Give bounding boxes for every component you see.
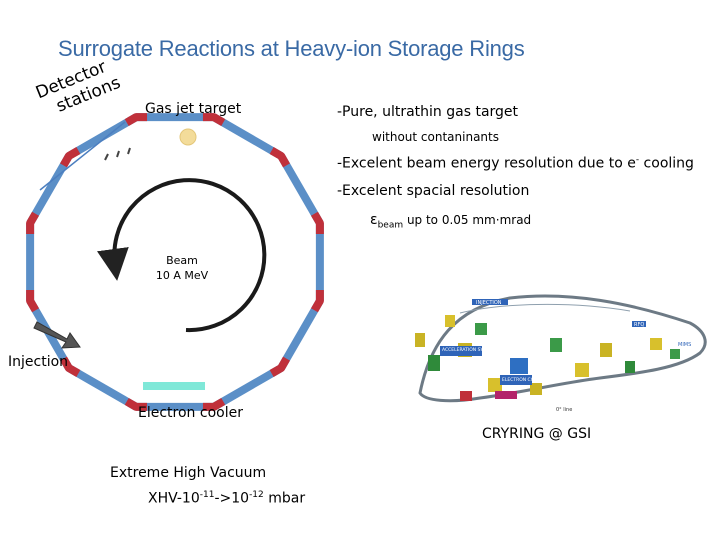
photo-acceleration-label: ACCELERATION SYSTEM [442,347,496,353]
bullet-pure-target: -Pure, ultrathin gas target [337,104,519,120]
bullet-energy-end: cooling [639,155,694,172]
page-title: Surrogate Reactions at Heavy-ion Storage… [58,36,525,61]
bullet-energy-main: -Excelent beam energy resolution due to … [337,155,636,172]
photo-rfq-label: RFQ [634,322,644,328]
ring-dipole-magnet [269,147,290,168]
vacuum-exp1: -11 [199,490,215,500]
ring-dipole-magnet [310,289,324,313]
vacuum-middle: ->10 [214,490,250,507]
ring-dipole-magnet [60,147,81,168]
beam-label: Beam 10 A MeV [150,253,214,283]
bullet-pure-target-detail: without contaninants [372,130,499,144]
ring-straight-section [66,364,139,411]
ring-straight-section [277,298,324,371]
ring-lattice [26,113,324,411]
vacuum-label: Extreme High Vacuum [110,465,267,481]
ring-dipole-magnet [26,211,40,235]
beam-label-line2: 10 A MeV [155,269,209,282]
vacuum-value: XHV-10-11->10-12 mbar [148,490,305,507]
photo-beamline [459,303,631,314]
gas-jet-target-label: Gas jet target [145,101,242,117]
gas-jet-target-dot [179,128,197,146]
beam-label-line1: Beam [166,254,198,267]
ring-dipole-magnet [124,397,148,411]
photo-electron-cooler-label: ELECTRON COOLER [502,377,546,383]
electron-cooler-section [143,382,205,390]
injection-label: Injection [8,354,69,370]
emittance-subscript: beam [377,220,404,231]
ring-straight-section [211,364,284,411]
ring-dipole-magnet [202,397,226,411]
ring-straight-section [211,113,284,160]
ring-dipole-magnet [269,356,290,377]
ring-dipole-magnet [26,289,40,313]
emittance-value: up to 0.05 mm·mrad [403,213,532,227]
emittance-symbol: ε [370,212,378,228]
ring-dipole-magnet [202,113,226,127]
ring-dipole-magnet [60,356,81,377]
vacuum-exp2: -12 [249,490,264,500]
bullet-energy-sup: - [635,155,640,165]
photo-caption: CRYRING @ GSI [482,426,592,442]
photo-magnets [415,315,680,401]
vacuum-suffix: mbar [263,490,306,507]
detector-ticks [104,147,131,161]
ring-dipole-magnet [124,113,148,127]
bullet-emittance: εbeam up to 0.05 mm·mrad [370,212,531,230]
cryring-photo: INJECTION RFQ ACCELERATION SYSTEM ELECTR… [400,283,712,418]
ring-straight-section [277,153,324,226]
injection-arrow [33,321,81,349]
beam-direction-arrow [97,178,267,333]
photo-zero-line-label: 0° line [556,407,572,413]
ring-straight-section [26,153,73,226]
bullet-spacial-resolution: -Excelent spacial resolution [337,183,530,199]
electron-cooler-label: Electron cooler [138,405,243,421]
photo-mims-label: MIMS [678,342,691,348]
photo-injection-label: INJECTION [476,300,502,306]
ring-dipole-magnet [310,211,324,235]
vacuum-prefix: XHV-10 [148,490,200,507]
bullet-energy-resolution: -Excelent beam energy resolution due to … [337,155,694,172]
detector-line [39,121,126,191]
ring-straight-section [66,113,139,160]
